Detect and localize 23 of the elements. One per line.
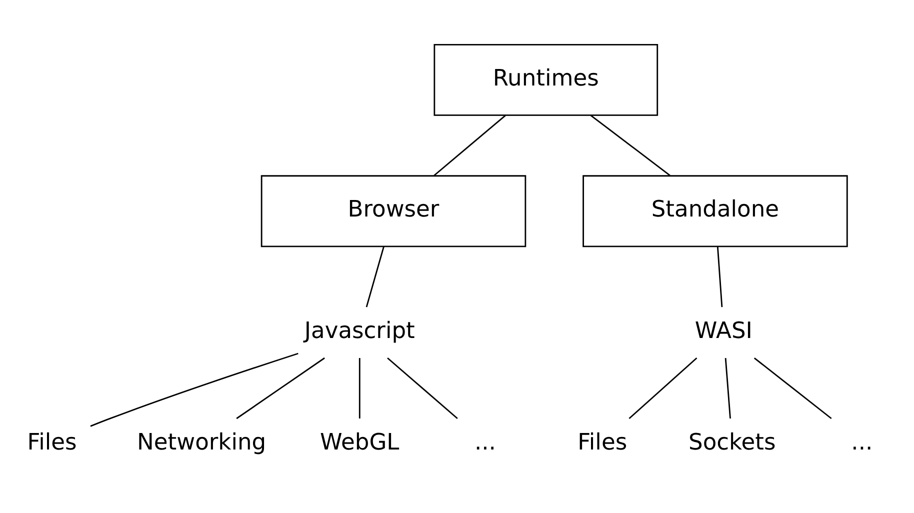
node-box: Standalone bbox=[582, 174, 848, 247]
node-text: WebGL bbox=[320, 428, 400, 455]
node-box: Browser bbox=[260, 174, 526, 247]
connector bbox=[366, 246, 384, 307]
node-text: Files bbox=[578, 428, 628, 455]
connector bbox=[590, 114, 670, 176]
connector bbox=[358, 358, 360, 418]
node-text: Networking bbox=[137, 428, 266, 455]
connector bbox=[236, 356, 325, 419]
connector bbox=[716, 246, 723, 307]
connector bbox=[754, 356, 832, 419]
connector bbox=[434, 114, 506, 176]
node-text: Files bbox=[27, 428, 77, 455]
connector bbox=[724, 357, 731, 418]
node-text: ... bbox=[474, 428, 496, 455]
node-box: Runtimes bbox=[434, 43, 658, 116]
connector bbox=[387, 356, 458, 419]
connector bbox=[628, 356, 698, 419]
node-text: ... bbox=[851, 428, 873, 455]
node-text: Sockets bbox=[688, 428, 776, 455]
node-text: WASI bbox=[694, 317, 752, 344]
node-text: Javascript bbox=[304, 317, 415, 344]
connector bbox=[90, 352, 298, 426]
